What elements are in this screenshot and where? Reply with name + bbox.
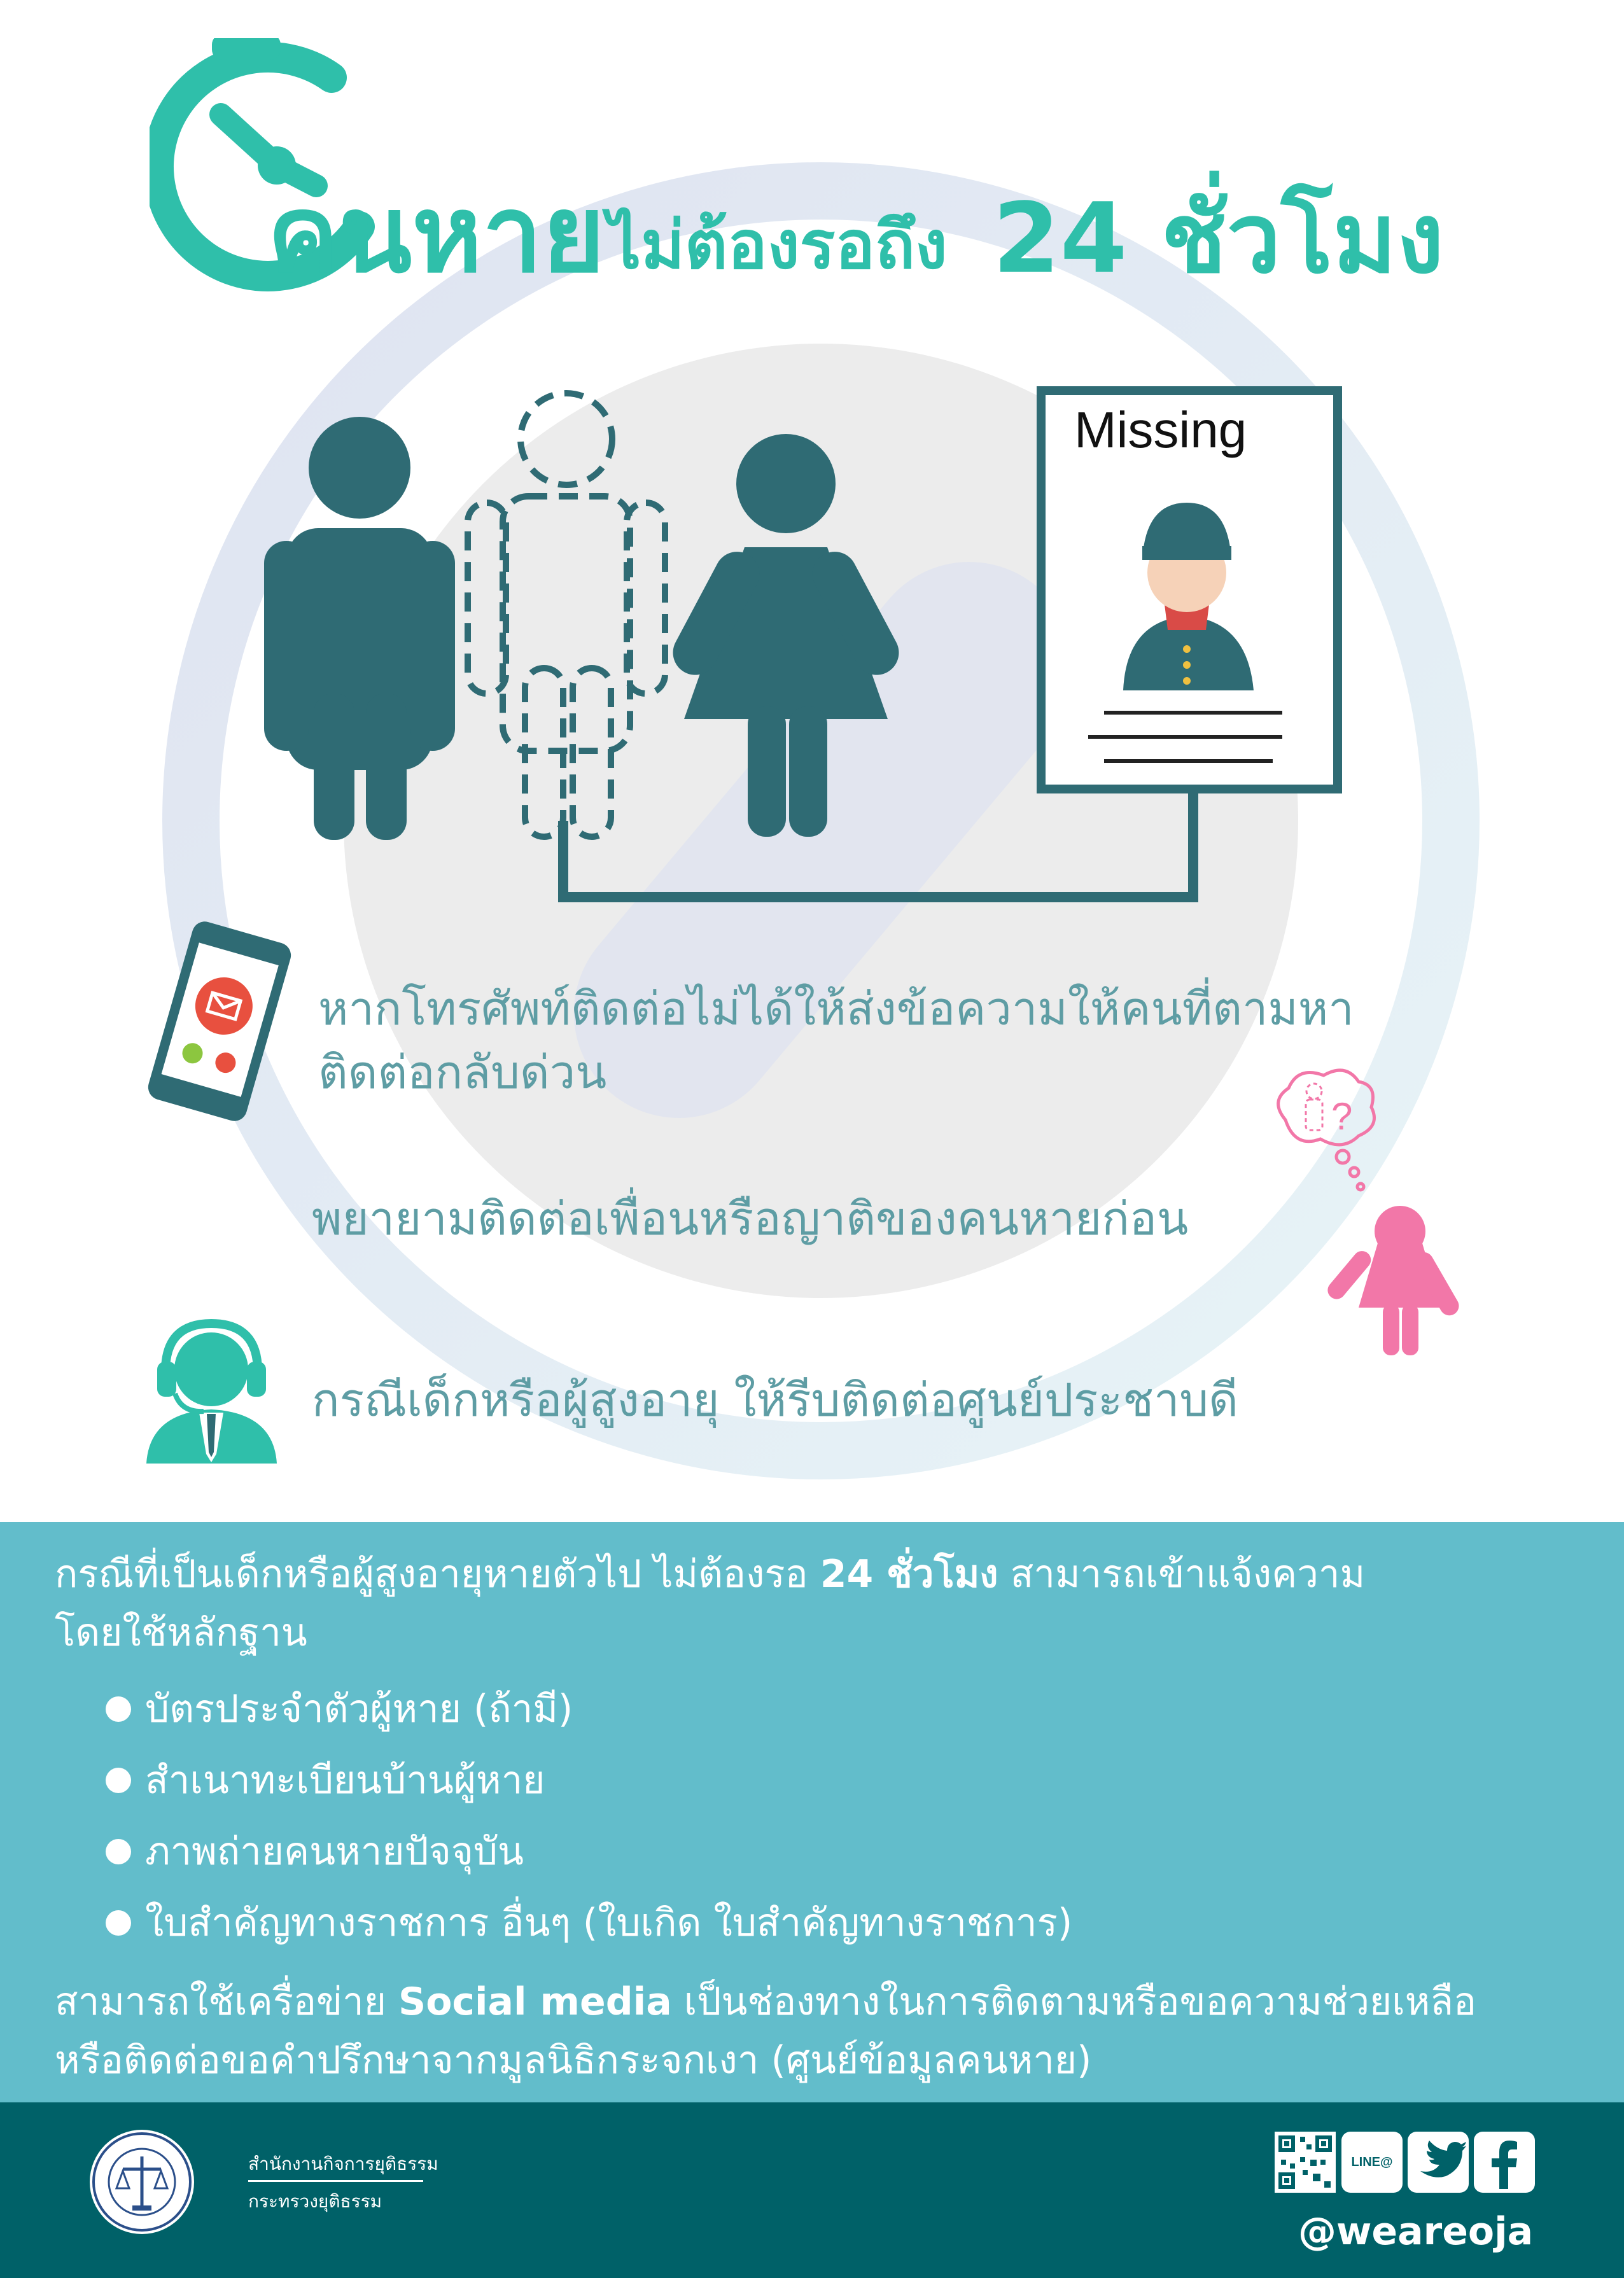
thinking-girl-icon: ? [1277, 1068, 1459, 1355]
qr-code-icon[interactable] [1275, 2132, 1336, 2193]
girl-figure [1327, 1206, 1459, 1355]
title-24-hours: 24 ชั่วโมง [993, 182, 1445, 295]
clock-icon [150, 38, 375, 291]
tip-contact-prachabodi: กรณีเด็กหรือผู้สูงอายุ ให้รีบติดต่อศูนย์… [312, 1373, 1238, 1427]
bullet-dot [106, 1696, 131, 1722]
info-intro-text-a: กรณีที่เป็นเด็กหรือผู้สูงอายุหายตัวไป ไม… [55, 1552, 820, 1597]
info-intro-line2: โดยใช้หลักฐาน [55, 1611, 307, 1655]
evidence-info-panel: กรณีที่เป็นเด็กหรือผู้สูงอายุหายตัวไป ไม… [0, 1522, 1624, 2102]
call-center-operator-icon [146, 1318, 277, 1464]
social-handle: @weareoja [1298, 2209, 1534, 2254]
footer: สำนักงานกิจการยุติธรรม กระทรวงยุติธรรม L… [0, 2102, 1624, 2278]
evidence-item: ภาพถ่ายคนหายปัจจุบัน [106, 1817, 524, 1886]
info-intro-bold: 24 ชั่วโมง [820, 1552, 998, 1597]
bullet-dot [106, 1839, 131, 1864]
phone-message-icon [148, 921, 291, 1121]
connector-line [558, 789, 1198, 902]
twitter-icon[interactable] [1408, 2132, 1469, 2193]
poster-portrait [1123, 503, 1254, 690]
evidence-item-text: สำเนาทะเบียนบ้านผู้หาย [145, 1758, 545, 1803]
background-ring [162, 162, 1480, 1479]
org-name: สำนักงานกิจการยุติธรรม [248, 2153, 438, 2174]
info-social-line1: สามารถใช้เครื่อข่าย Social media เป็นช่อ… [55, 1967, 1476, 2036]
tip-send-message-line2: ติดต่อกลับด่วน [318, 1045, 607, 1099]
ministry-name: กระทรวงยุติธรรม [248, 2191, 382, 2212]
tip-send-message-line1: หากโทรศัพท์ติดต่อไม่ได้ให้ส่งข้อความให้ค… [318, 982, 1354, 1035]
oja-seal-logo [90, 2130, 194, 2234]
thought-bubble-icon: ? [1277, 1068, 1376, 1192]
title-missing-person: คนหาย [267, 172, 605, 297]
info-social-bold: Social media [398, 1980, 672, 2024]
info-social-line2: หรือติดต่อขอคำปรึกษาจากมูลนิธิกระจกเงา (… [55, 2038, 1092, 2083]
figures-illustration [264, 386, 1342, 902]
missing-person-outline [465, 390, 668, 840]
info-social-text-a: สามารถใช้เครื่อข่าย [55, 1980, 398, 2024]
evidence-item: บัตรประจำตัวผู้หาย (ถ้ามี) [106, 1675, 573, 1743]
footer-divider [248, 2180, 423, 2182]
poster-missing-label: Missing [1074, 402, 1247, 458]
facebook-icon[interactable] [1474, 2132, 1535, 2193]
info-intro-line1: กรณีที่เป็นเด็กหรือผู้สูงอายุหายตัวไป ไม… [55, 1540, 1365, 1609]
title-no-need-to-wait: ไม่ต้องรอถึง [608, 206, 948, 284]
line-icon[interactable]: LINE@ [1341, 2132, 1403, 2193]
evidence-item: ใบสำคัญทางราชการ อื่นๆ (ใบเกิด ใบสำคัญทา… [106, 1889, 1073, 1957]
background-capsule [573, 562, 1075, 1118]
bullet-dot [106, 1910, 131, 1936]
missing-poster [1037, 386, 1342, 793]
evidence-item-text: ภาพถ่ายคนหายปัจจุบัน [145, 1829, 524, 1874]
woman-figure [673, 434, 899, 837]
svg-text:?: ? [1331, 1095, 1352, 1138]
evidence-item-text: ใบสำคัญทางราชการ อื่นๆ (ใบเกิด ใบสำคัญทา… [145, 1901, 1073, 1945]
info-intro-text-b: สามารถเข้าแจ้งความ [998, 1552, 1366, 1597]
man-figure [264, 417, 455, 840]
info-social-text-b: เป็นช่องทางในการติดตามหรือขอความช่วยเหลื… [671, 1980, 1477, 2024]
bullet-dot [106, 1768, 131, 1793]
evidence-item: สำเนาทะเบียนบ้านผู้หาย [106, 1746, 545, 1815]
evidence-item-text: บัตรประจำตัวผู้หาย (ถ้ามี) [145, 1687, 573, 1731]
tip-contact-friends: พยายามติดต่อเพื่อนหรือญาติของคนหายก่อน [312, 1192, 1189, 1245]
